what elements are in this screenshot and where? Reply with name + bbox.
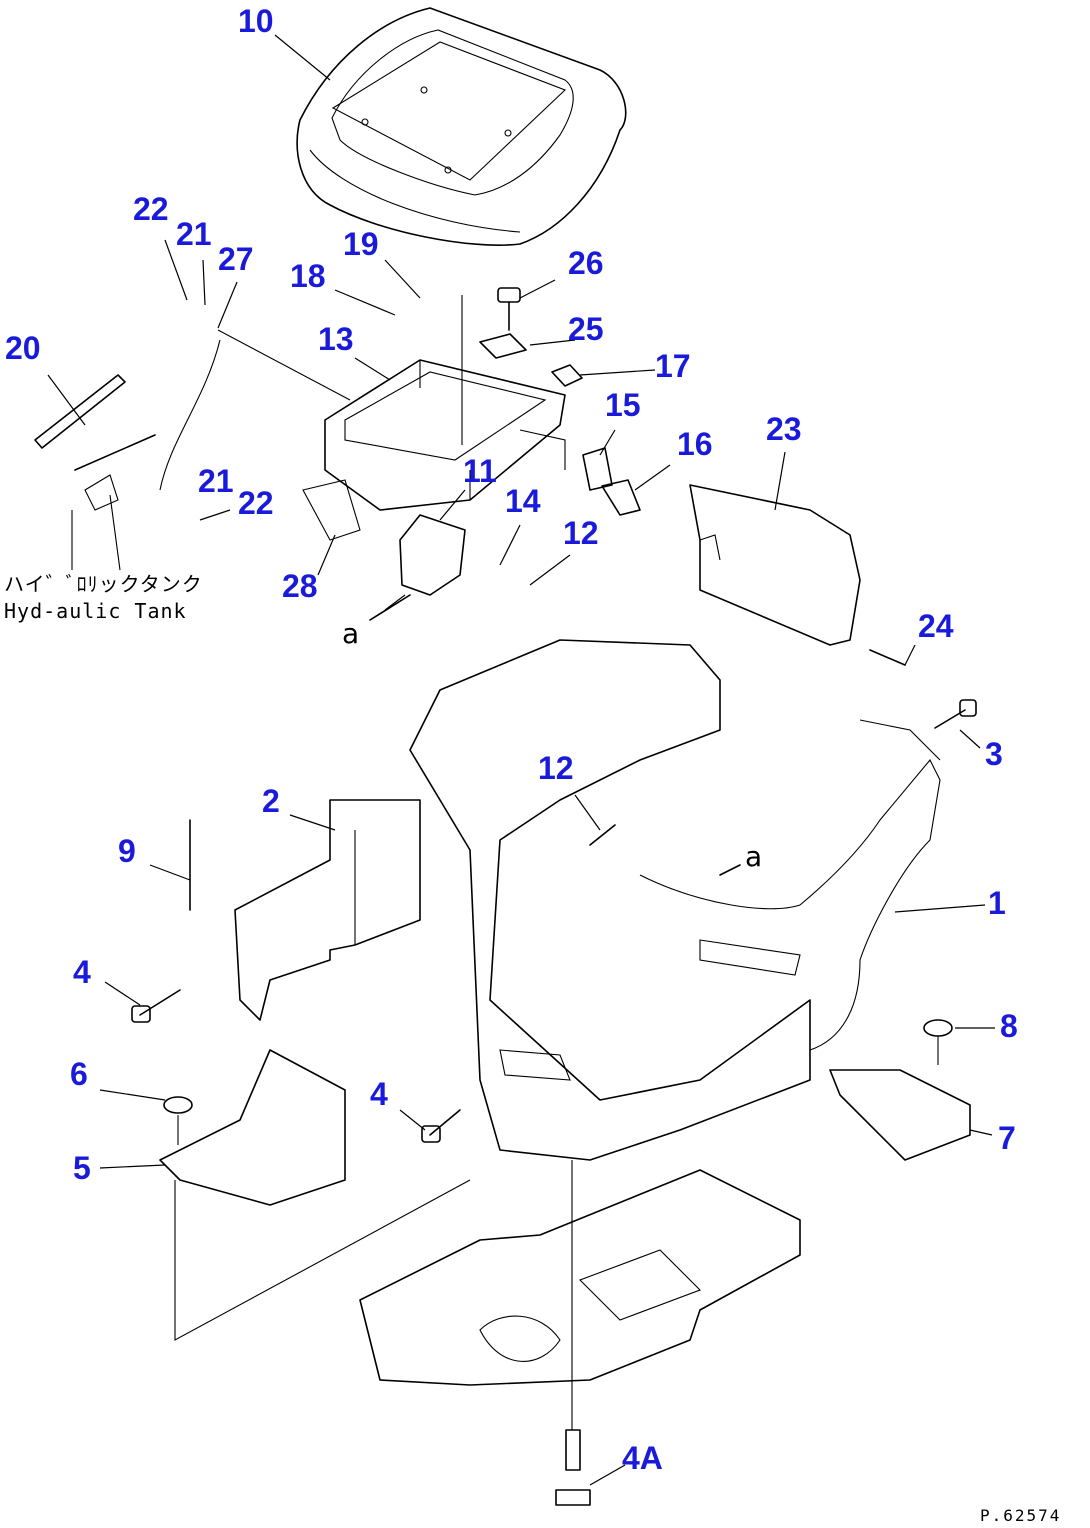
reference-a-lower: a (745, 840, 763, 873)
callout-24: 24 (918, 608, 954, 644)
lock-rod-part (34, 339, 221, 571)
callout-18: 18 (290, 258, 326, 294)
callout-21: 21 (176, 216, 212, 252)
lower-bracket-part (384, 514, 466, 611)
callout-12: 12 (538, 750, 574, 786)
floor-cover-part (409, 639, 941, 1161)
callout-11: 11 (463, 453, 497, 489)
callout-10: 10 (238, 3, 274, 39)
bolt-plate-hardware (479, 287, 641, 516)
callout-9: 9 (118, 833, 136, 869)
callout-17: 17 (655, 348, 691, 384)
callout-26: 26 (568, 245, 604, 281)
callout-13: 13 (318, 321, 354, 357)
callout-27: 27 (218, 241, 254, 277)
callout-7: 7 (998, 1120, 1016, 1156)
drawing-number: P.62574 (980, 1506, 1062, 1525)
step-part (159, 1049, 471, 1341)
callout-8: 8 (1000, 1008, 1018, 1044)
callout-14: 14 (505, 483, 541, 519)
cover-plate-part (829, 1019, 971, 1161)
seat-cushion-part (296, 7, 627, 246)
base-frame-part (359, 1160, 801, 1506)
callout-20: 20 (5, 330, 41, 366)
callout-19: 19 (343, 226, 379, 262)
callout-5: 5 (73, 1150, 91, 1186)
callout-23: 23 (766, 411, 802, 447)
callout-2: 2 (262, 783, 280, 819)
callout-25: 25 (568, 311, 604, 347)
callout-12: 12 (563, 515, 599, 551)
bolts-hardware (131, 594, 977, 1143)
leader-lines (47, 34, 995, 1486)
callout-16: 16 (677, 426, 713, 462)
callout-28: 28 (282, 568, 318, 604)
hydraulic-tank-label-jp: ハイ゛ﾞﾛﾘックタンク (4, 572, 203, 596)
side-cover-part (689, 484, 861, 646)
callout-6: 6 (70, 1056, 88, 1092)
callout-22: 22 (238, 485, 274, 521)
callout-21: 21 (198, 463, 234, 499)
hydraulic-tank-label-en: Hyd-aulic Tank (4, 599, 187, 623)
callout-3: 3 (985, 736, 1003, 772)
callout-4: 4 (73, 954, 91, 990)
callout-22: 22 (133, 191, 169, 227)
seat-bracket-part (217, 295, 566, 541)
reference-a-upper: a (342, 617, 360, 650)
left-cover-part (234, 799, 421, 1021)
callout-1: 1 (988, 885, 1006, 921)
callout-4: 4 (370, 1076, 388, 1112)
callout-4A: 4A (622, 1440, 663, 1476)
callout-15: 15 (605, 387, 641, 423)
